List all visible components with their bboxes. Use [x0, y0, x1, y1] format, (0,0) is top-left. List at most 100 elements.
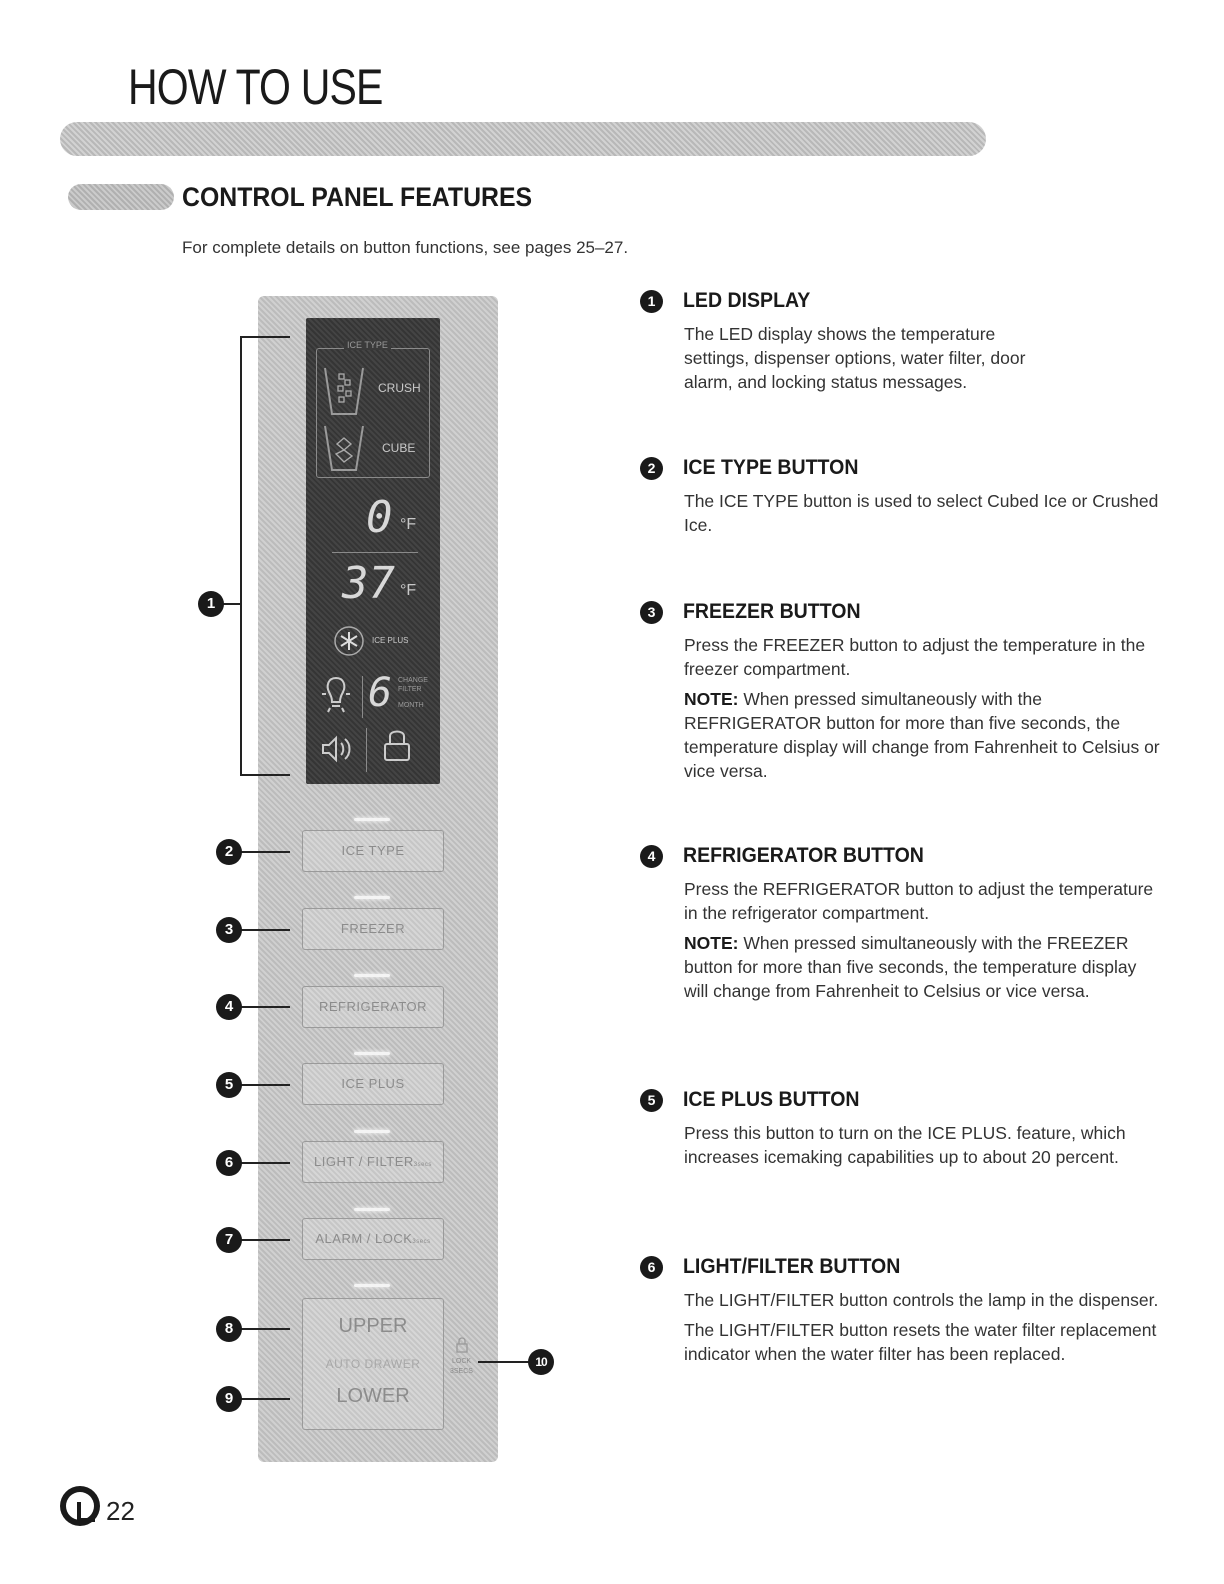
feature-body: The LIGHT/FILTER button controls the lam…: [684, 1288, 1162, 1372]
section-pill: [68, 184, 174, 210]
auto-drawer-label: AUTO DRAWER: [303, 1357, 443, 1371]
ice-type-button-label: ICE TYPE: [341, 843, 404, 858]
callout-line: [240, 1162, 290, 1164]
callout-line: [240, 929, 290, 931]
note-label: NOTE:: [684, 689, 738, 709]
note-text: When pressed simultaneously with the FRE…: [684, 933, 1136, 1001]
callout-line: [222, 603, 242, 605]
feature-number: 6: [640, 1256, 663, 1279]
refrigerator-button[interactable]: REFRIGERATOR: [302, 986, 444, 1028]
alarm-lock-button-label: ALARM / LOCK: [315, 1231, 412, 1246]
ice-plus-button[interactable]: ICE PLUS: [302, 1063, 444, 1105]
filter-months-readout: 6: [368, 670, 392, 716]
led-indicator: [354, 1130, 390, 1133]
refrigerator-button-label: REFRIGERATOR: [319, 999, 427, 1014]
freezer-button[interactable]: FREEZER: [302, 908, 444, 950]
led-indicator: [354, 974, 390, 977]
ice-plus-indicator-label: ICE PLUS: [372, 636, 408, 645]
drawer-lock-hold-label: 3SECS: [450, 1368, 473, 1375]
feature-title: ICE TYPE BUTTON: [683, 456, 858, 480]
feature-note: NOTE: When pressed simultaneously with t…: [684, 931, 1162, 1003]
month-label: MONTH: [398, 702, 424, 709]
led-indicator: [354, 1208, 390, 1211]
feature-description: The LIGHT/FILTER button controls the lam…: [684, 1288, 1162, 1312]
note-label: NOTE:: [684, 933, 738, 953]
light-filter-button[interactable]: LIGHT / FILTER3secs: [302, 1141, 444, 1183]
feature-number: 3: [640, 601, 663, 624]
callout-line: [478, 1361, 530, 1363]
callout-3: 3: [216, 917, 242, 943]
led-indicator: [354, 818, 390, 821]
callout-1: 1: [198, 591, 224, 617]
page-number: 22: [106, 1496, 135, 1527]
feature-body: Press the FREEZER button to adjust the t…: [684, 633, 1162, 789]
freezer-button-label: FREEZER: [341, 921, 405, 936]
feature-title: ICE PLUS BUTTON: [683, 1088, 860, 1112]
feature-body: The LED display shows the temperature se…: [684, 322, 1064, 400]
led-indicator: [354, 896, 390, 899]
title-bar: [60, 122, 986, 156]
feature-number: 5: [640, 1089, 663, 1112]
feature-title: LED DISPLAY: [683, 289, 810, 313]
lower-drawer-label: LOWER: [303, 1385, 443, 1408]
feature-description: Press the REFRIGERATOR button to adjust …: [684, 877, 1162, 925]
callout-9: 9: [216, 1386, 242, 1412]
speaker-icon: [320, 734, 356, 764]
lock-icon: [380, 726, 414, 766]
callout-line: [240, 1398, 290, 1400]
feature-body: The ICE TYPE button is used to select Cu…: [684, 489, 1162, 543]
callout-6: 6: [216, 1150, 242, 1176]
drawer-lock-icon: [454, 1336, 470, 1354]
light-filter-hold-label: 3secs: [414, 1162, 432, 1168]
led-indicator: [354, 1284, 390, 1287]
freezer-temp-readout: 0: [366, 492, 393, 543]
fridge-temp-unit: °F: [400, 582, 416, 600]
intro-text: For complete details on button functions…: [182, 238, 628, 258]
feature-title: LIGHT/FILTER BUTTON: [683, 1255, 900, 1279]
alarm-lock-button[interactable]: ALARM / LOCK3secs: [302, 1218, 444, 1260]
feature-number: 1: [640, 290, 663, 313]
callout-7: 7: [216, 1227, 242, 1253]
feature-description: The ICE TYPE button is used to select Cu…: [684, 489, 1162, 537]
note-text: When pressed simultaneously with the REF…: [684, 689, 1160, 781]
feature-description-2: The LIGHT/FILTER button resets the water…: [684, 1318, 1162, 1366]
ice-plus-icon: [332, 624, 366, 658]
change-filter-label: CHANGE FILTER: [398, 676, 432, 694]
lamp-icon: [320, 674, 352, 718]
ice-plus-button-label: ICE PLUS: [341, 1076, 404, 1091]
drawer-lock-label: LOCK: [452, 1358, 471, 1365]
feature-description: The LED display shows the temperature se…: [684, 322, 1064, 394]
ice-type-button[interactable]: ICE TYPE: [302, 830, 444, 872]
light-filter-button-label: LIGHT / FILTER: [314, 1154, 414, 1169]
led-display: ICE TYPE CRUSH CUBE 0 °F 37 °F ICE PLUS …: [306, 318, 440, 784]
feature-note: NOTE: When pressed simultaneously with t…: [684, 687, 1162, 783]
crush-label: CRUSH: [378, 381, 421, 395]
callout-line: [240, 1084, 290, 1086]
cube-label: CUBE: [382, 441, 415, 455]
filter-divider: [362, 676, 363, 718]
callout-8: 8: [216, 1316, 242, 1342]
alarm-lock-divider: [366, 728, 367, 772]
auto-drawer-button[interactable]: UPPER AUTO DRAWER LOWER: [302, 1298, 444, 1430]
feature-description: Press this button to turn on the ICE PLU…: [684, 1121, 1162, 1169]
ice-type-display-label: ICE TYPE: [344, 340, 391, 350]
callout-10: 10: [528, 1349, 554, 1375]
led-indicator: [354, 1052, 390, 1055]
feature-number: 4: [640, 845, 663, 868]
freezer-temp-unit: °F: [400, 516, 416, 534]
led-display-bracket: [240, 336, 290, 776]
feature-title: REFRIGERATOR BUTTON: [683, 844, 924, 868]
lg-logo-icon: [60, 1486, 100, 1526]
crush-cup-icon: [322, 364, 366, 418]
feature-description: Press the FREEZER button to adjust the t…: [684, 633, 1162, 681]
callout-line: [240, 1328, 290, 1330]
callout-line: [240, 851, 290, 853]
alarm-lock-hold-label: 3secs: [412, 1239, 430, 1245]
page-title: HOW TO USE: [128, 58, 383, 116]
display-divider: [332, 552, 418, 553]
feature-title: FREEZER BUTTON: [683, 600, 861, 624]
callout-line: [240, 1239, 290, 1241]
callout-line: [240, 1006, 290, 1008]
section-heading: CONTROL PANEL FEATURES: [182, 182, 532, 213]
cube-cup-icon: [322, 424, 366, 474]
